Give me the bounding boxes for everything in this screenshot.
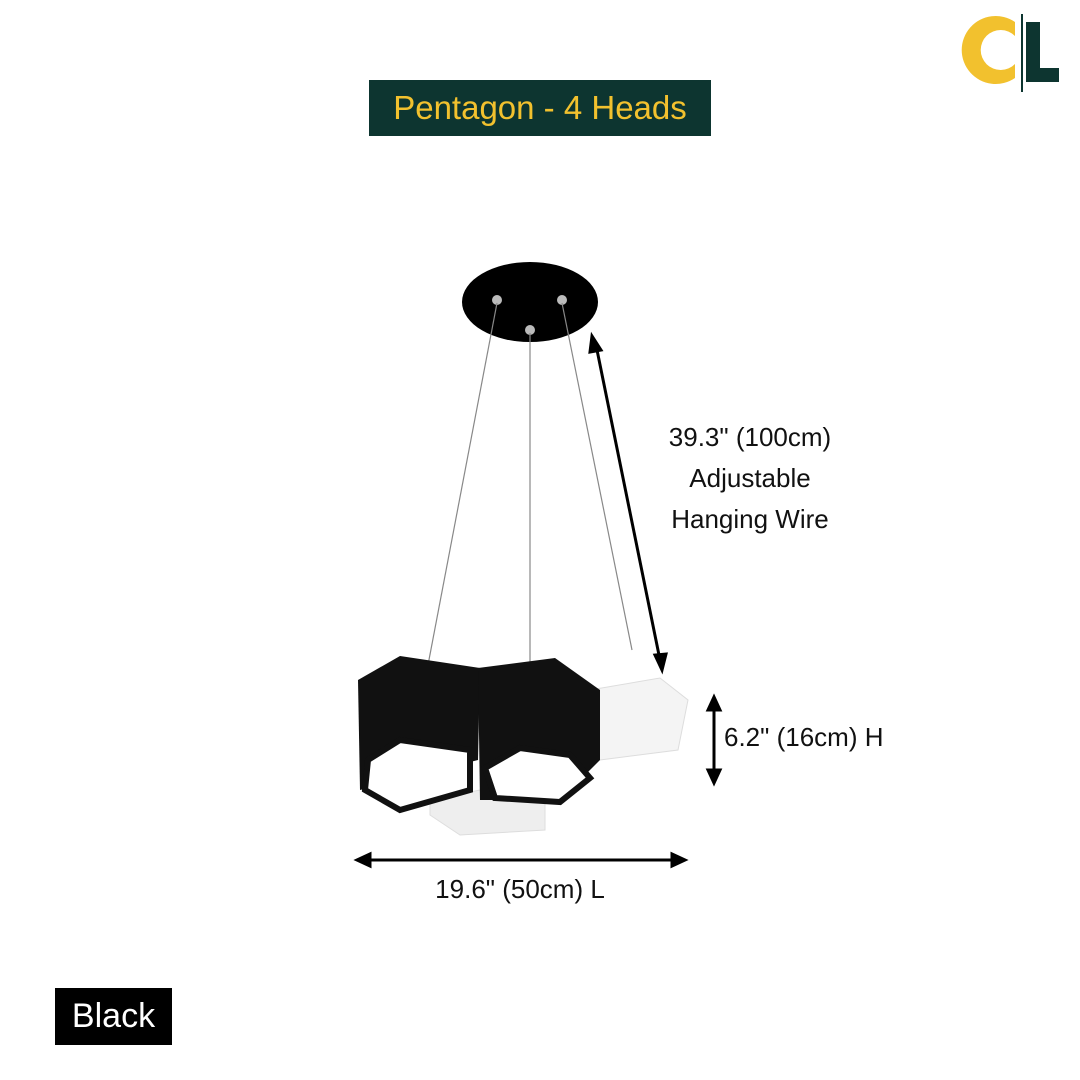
length-label: 19.6" (50cm) L (435, 874, 605, 904)
wire-hanging-text: Hanging Wire (671, 504, 829, 534)
product-title: Pentagon - 4 Heads (369, 80, 711, 136)
color-option-badge: Black (55, 988, 172, 1045)
wire-length-label: 39.3" (100cm) Adjustable Hanging Wire (640, 417, 860, 540)
wire-length-text: 39.3" (100cm) (668, 422, 832, 452)
lamp-heads (358, 656, 689, 836)
height-label: 6.2" (16cm) H (724, 722, 884, 752)
brand-logo (961, 14, 1059, 92)
hanging-wires (427, 302, 633, 666)
ceiling-canopy (462, 262, 598, 342)
wire-adjustable-text: Adjustable (689, 463, 811, 493)
dimension-arrows (353, 331, 723, 869)
